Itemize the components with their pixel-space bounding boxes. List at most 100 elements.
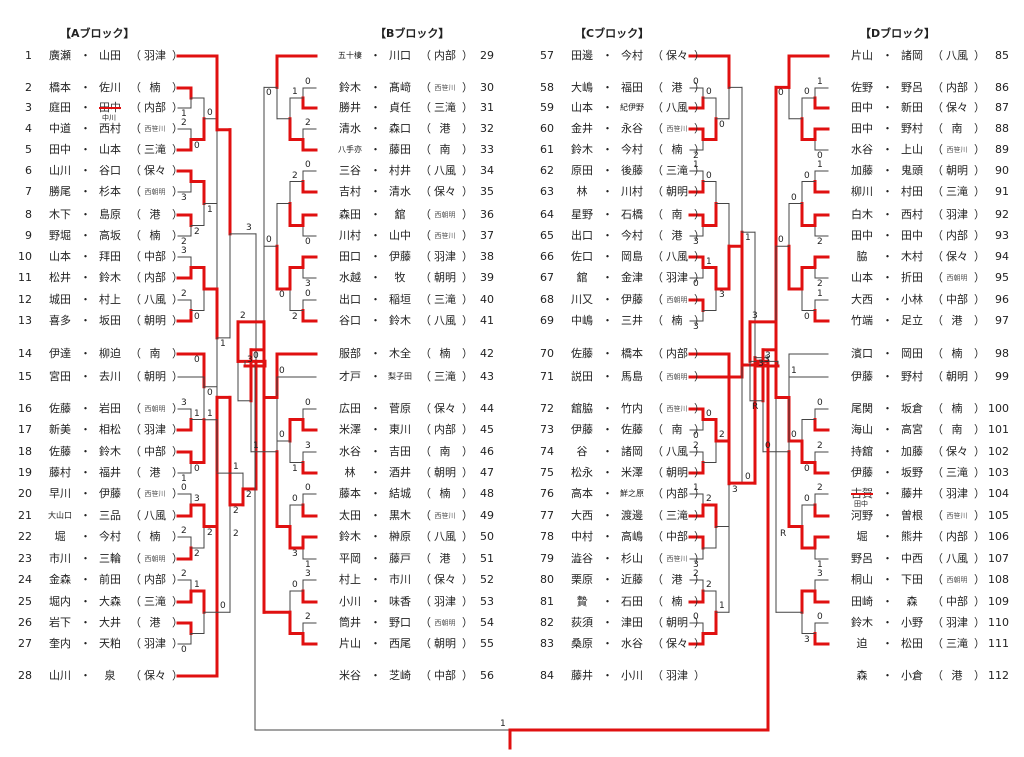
entry-number: 62 xyxy=(540,164,554,177)
player-1-name: 廣瀬 xyxy=(49,49,71,62)
paren-close: ） xyxy=(172,509,183,522)
school-name: 三滝 xyxy=(666,164,688,177)
separator-dot: ・ xyxy=(602,293,613,306)
match-score: 2 xyxy=(181,289,187,299)
match-score: 3 xyxy=(719,290,725,300)
player-2-name: 山田 xyxy=(99,49,121,62)
player-2-name: 加藤 xyxy=(901,445,923,458)
entry-number: 85 xyxy=(995,49,1009,62)
player-1-name: 桐山 xyxy=(851,573,873,586)
match-score: 0 xyxy=(305,237,311,247)
player-2-name: 伊藤 xyxy=(389,250,411,263)
paren-close: ） xyxy=(694,208,705,221)
entry-number: 73 xyxy=(540,423,554,436)
school-name: 西朝明 xyxy=(666,373,688,381)
school-name: 中部 xyxy=(144,250,166,263)
entry-number: 66 xyxy=(540,250,554,263)
entry-number: 69 xyxy=(540,314,554,327)
match-score: 0 xyxy=(305,483,311,493)
separator-dot: ・ xyxy=(80,49,91,62)
match-score: 0 xyxy=(207,387,213,398)
player-1-name: 水越 xyxy=(339,271,361,284)
entry-number: 4 xyxy=(25,122,32,135)
school-name: 西朝明 xyxy=(144,555,166,563)
paren-open: （ xyxy=(420,466,431,479)
paren-close: ） xyxy=(462,122,473,135)
paren-open: （ xyxy=(130,552,141,565)
separator-dot: ・ xyxy=(80,208,91,221)
separator-dot: ・ xyxy=(370,370,381,383)
entry-number: 45 xyxy=(480,423,494,436)
player-2-name: 杉本 xyxy=(99,185,121,198)
player-1-name: 大西 xyxy=(851,293,873,306)
player-1-name: 尾関 xyxy=(851,402,873,415)
player-2-name: 藤戸 xyxy=(389,552,411,565)
school-name: 朝明 xyxy=(434,271,456,284)
paren-open: （ xyxy=(130,466,141,479)
paren-close: ） xyxy=(974,49,985,62)
separator-dot: ・ xyxy=(882,122,893,135)
player-2-name: 岩田 xyxy=(99,402,121,415)
entry-number: 100 xyxy=(988,402,1009,415)
entry-number: 92 xyxy=(995,208,1009,221)
player-1-name: 贄 xyxy=(576,595,588,608)
school-name: 保々 xyxy=(434,402,456,415)
paren-close: ） xyxy=(694,250,705,263)
match-score: 0 xyxy=(220,601,226,612)
match-score: 3 xyxy=(181,193,187,203)
entry-number: 76 xyxy=(540,487,554,500)
player-1-name: 藤井 xyxy=(571,669,593,682)
player-1-name: 八手亦 xyxy=(338,145,362,154)
paren-open: （ xyxy=(652,466,663,479)
paren-open: （ xyxy=(652,347,663,360)
separator-dot: ・ xyxy=(882,445,893,458)
match-score: 2 xyxy=(817,441,823,451)
paren-close: ） xyxy=(462,669,473,682)
player-2-name: 芝崎 xyxy=(389,669,411,682)
player-1-name: 舘 xyxy=(576,271,588,284)
separator-dot: ・ xyxy=(602,208,613,221)
separator-dot: ・ xyxy=(602,595,613,608)
paren-close: ） xyxy=(172,143,183,156)
player-2-name: 野口 xyxy=(389,616,411,629)
separator-dot: ・ xyxy=(370,530,381,543)
match-score: 2 xyxy=(706,580,712,590)
paren-open: （ xyxy=(130,185,141,198)
separator-dot: ・ xyxy=(80,445,91,458)
paren-open: （ xyxy=(420,271,431,284)
match-score: 2 xyxy=(817,237,823,247)
player-2-name: 菅原 xyxy=(389,402,411,415)
school-name: 羽津 xyxy=(434,595,456,608)
paren-close: ） xyxy=(462,143,473,156)
player-1-name: 堀内 xyxy=(49,595,71,608)
match-score: 2 xyxy=(181,237,187,247)
separator-dot: ・ xyxy=(80,595,91,608)
block-title: 【Dブロック】 xyxy=(860,27,936,40)
player-1-name: 堀 xyxy=(856,530,868,543)
paren-open: （ xyxy=(130,487,141,500)
school-name: 南 xyxy=(951,423,963,436)
entry-number: 9 xyxy=(25,229,32,242)
paren-open: （ xyxy=(932,49,943,62)
paren-open: （ xyxy=(130,509,141,522)
paren-open: （ xyxy=(652,271,663,284)
player-1-name: 中嶋 xyxy=(571,314,593,327)
paren-close: ） xyxy=(462,49,473,62)
player-1-name: 筒井 xyxy=(339,616,361,629)
entry-number: 70 xyxy=(540,347,554,360)
paren-close: ） xyxy=(694,229,705,242)
player-2-name: 牧 xyxy=(394,271,406,284)
school-name: 保々 xyxy=(144,669,166,682)
